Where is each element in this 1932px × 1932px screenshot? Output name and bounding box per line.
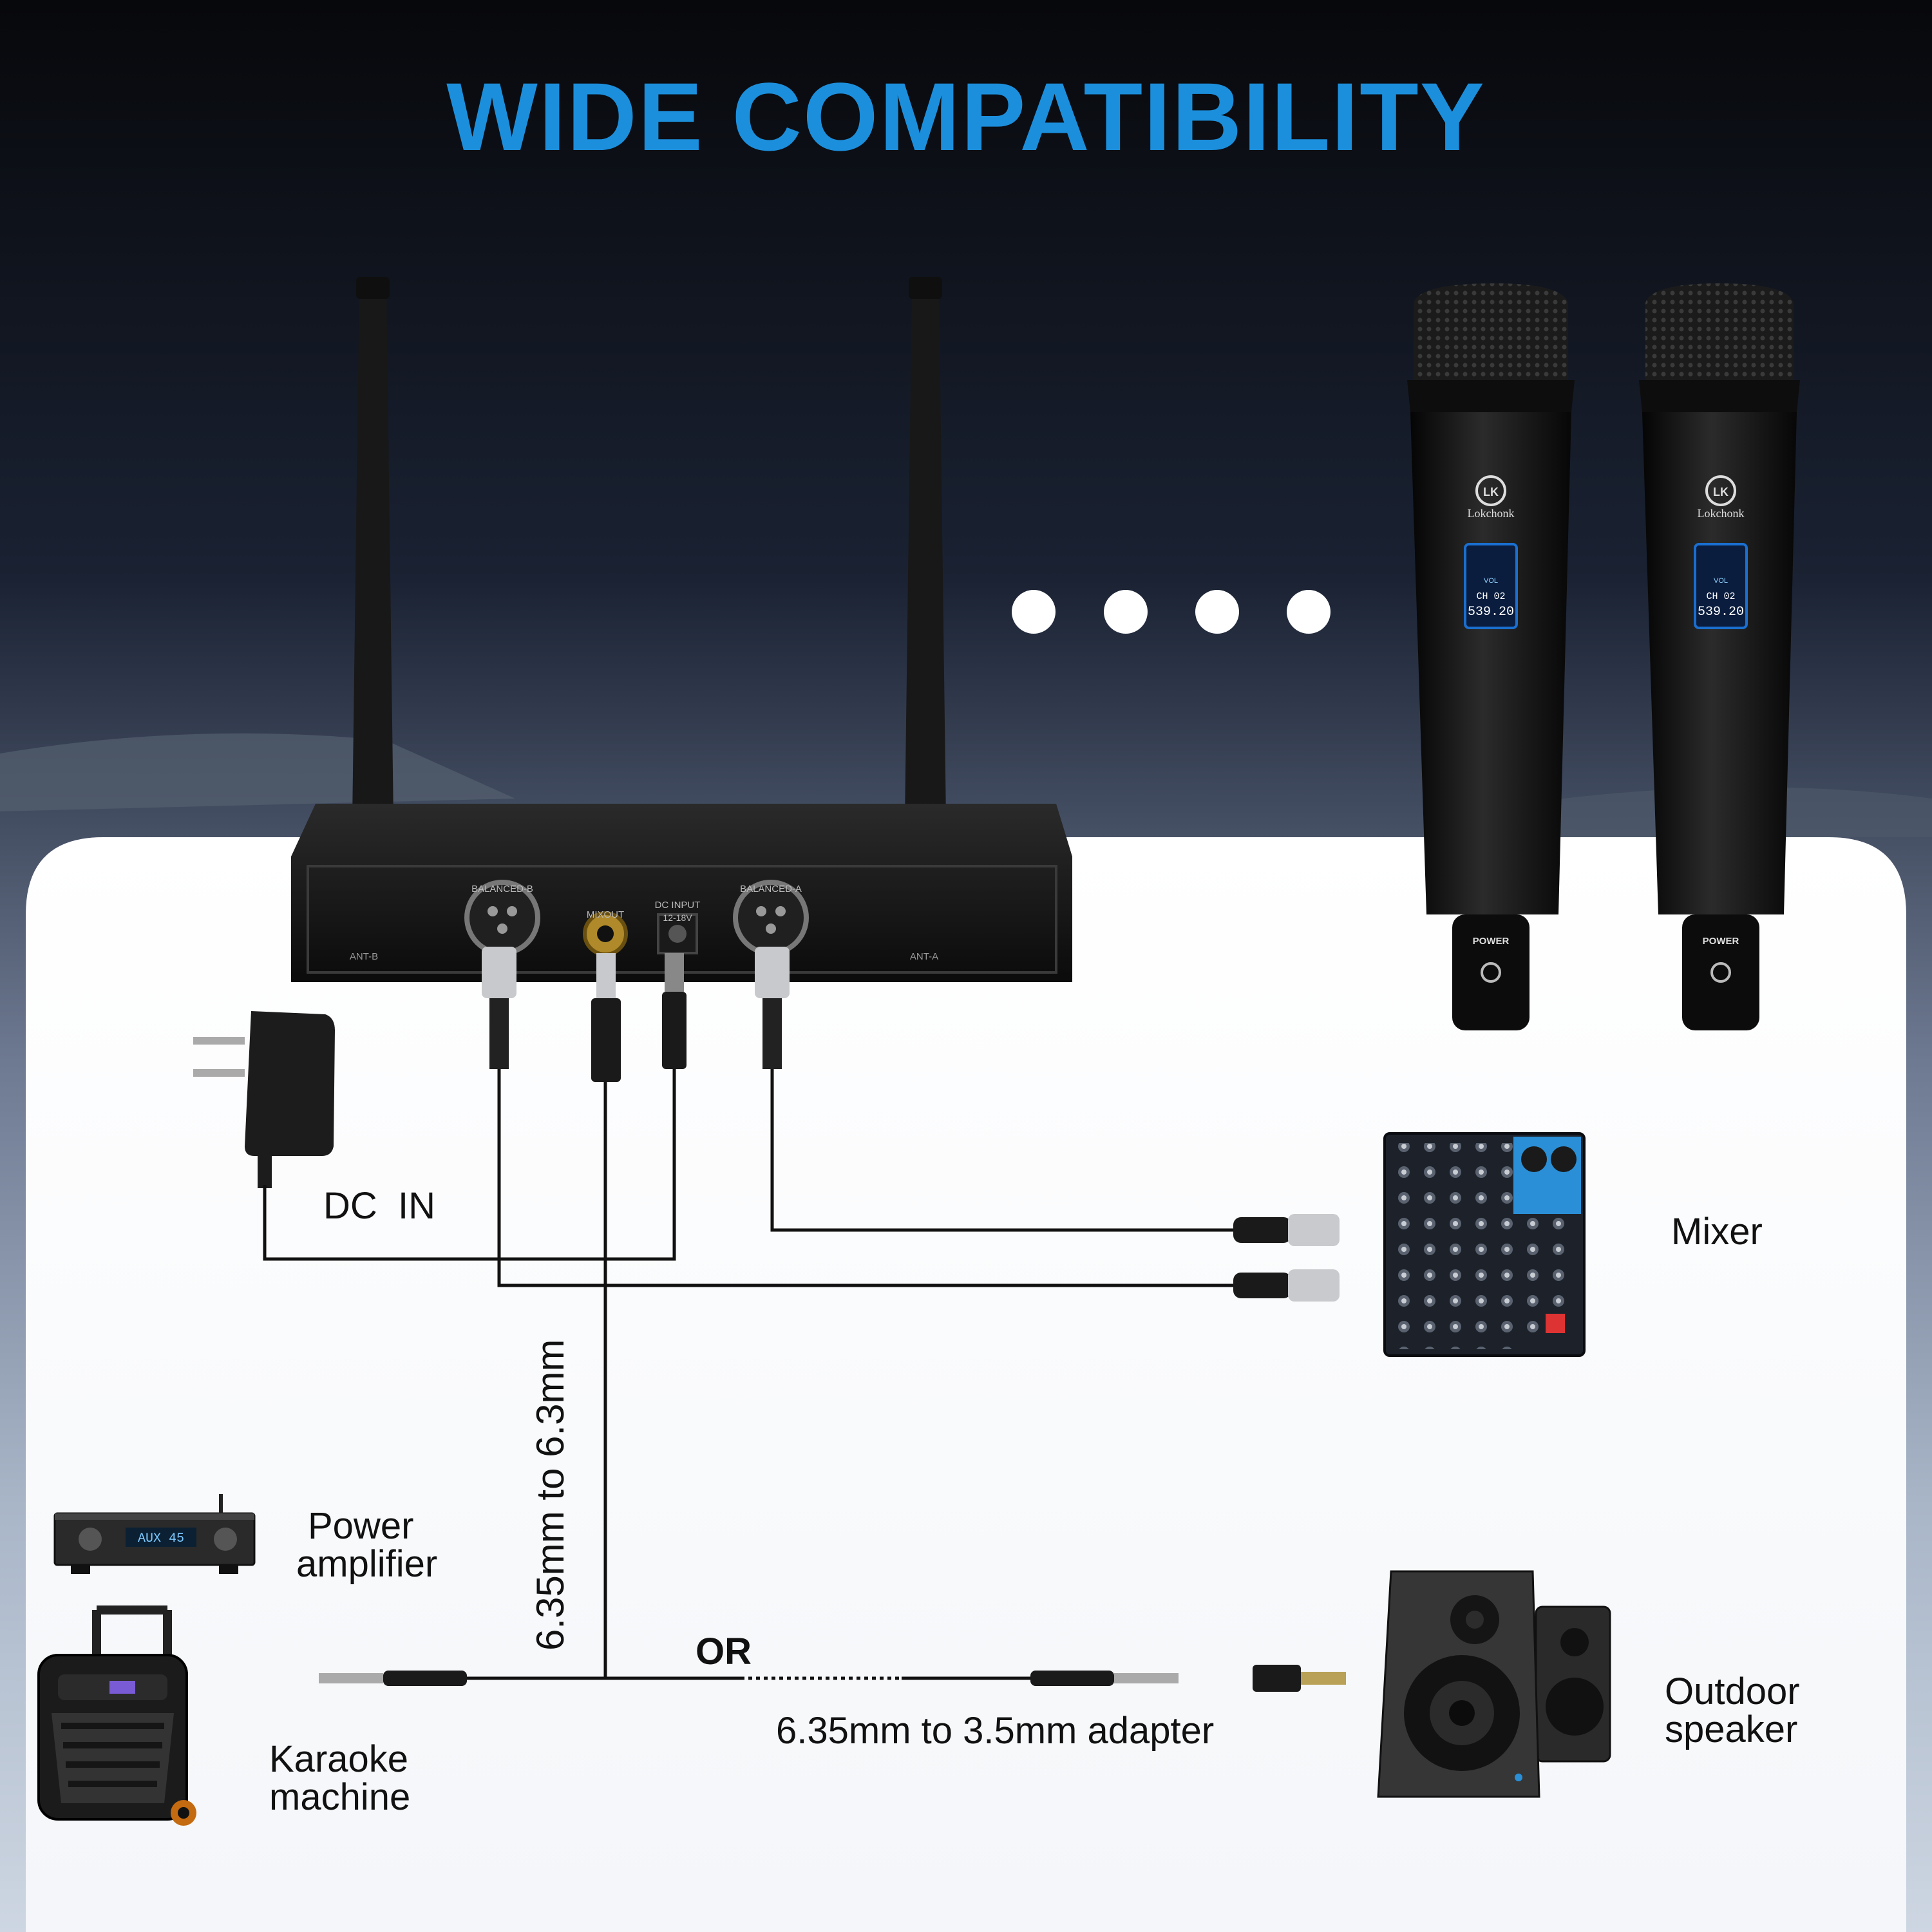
- power-amplifier: AUX 45: [53, 1494, 256, 1574]
- mic-logo-2: LK: [1713, 486, 1728, 498]
- wireless-microphone-2: LK Lokchonk VOL CH 02 539.20 POWER: [1639, 283, 1800, 1030]
- mic-vol-2: VOL: [1714, 577, 1728, 585]
- port-label-balanced-a: BALANCED-A: [740, 884, 802, 895]
- karaoke-machine: [37, 1605, 196, 1826]
- port-label-dc-input: DC INPUT: [655, 900, 701, 911]
- label-power-amplifier-line1: Power: [308, 1505, 414, 1547]
- jack-plugs: [319, 1671, 1179, 1686]
- adapter-3.5mm: [1253, 1665, 1346, 1692]
- antenna-label-a: ANT-A: [910, 951, 938, 962]
- label-speaker-line1: Outdoor: [1665, 1671, 1800, 1712]
- label-adapter: 6.35mm to 3.5mm adapter: [776, 1710, 1215, 1752]
- port-label-dc-voltage: 12-18V: [663, 913, 692, 923]
- outdoor-speakers: [1377, 1570, 1611, 1798]
- mic-brand-1: Lokchonk: [1468, 507, 1515, 520]
- page-title: WIDE COMPATIBILITY: [446, 62, 1486, 171]
- mic-power-label-1: POWER: [1473, 936, 1510, 947]
- mic-logo-1: LK: [1483, 486, 1499, 498]
- cables: [263, 1069, 1236, 1680]
- mic-screen-1: [1464, 543, 1518, 629]
- amp-display: AUX 45: [138, 1531, 184, 1546]
- mic-screen-2: [1694, 543, 1748, 629]
- antenna-label-b: ANT-B: [350, 951, 378, 962]
- xlr-port-b: [464, 880, 540, 956]
- label-or: OR: [696, 1631, 752, 1672]
- mic-power-label-2: POWER: [1703, 936, 1739, 947]
- power-adapter: [193, 1011, 335, 1188]
- label-karaoke-line2: machine: [269, 1776, 411, 1818]
- label-mixer: Mixer: [1671, 1211, 1763, 1253]
- label-karaoke-line1: Karaoke: [269, 1738, 409, 1780]
- mic-frequency-1: 539.20: [1468, 605, 1514, 620]
- mic-vol-1: VOL: [1484, 577, 1498, 585]
- label-speaker-line2: speaker: [1665, 1709, 1798, 1750]
- port-label-mixout: MIXOUT: [587, 909, 624, 920]
- label-power-amplifier-line2: amplifier: [296, 1543, 438, 1585]
- receiver-plugs: [482, 947, 790, 1082]
- mic-frequency-2: 539.20: [1698, 605, 1744, 620]
- port-label-balanced-b: BALANCED-B: [471, 884, 533, 895]
- dc-input-port: [657, 913, 698, 954]
- receiver-antennas: [352, 277, 947, 869]
- audio-mixer: [1383, 1132, 1586, 1357]
- ellipsis-dots: [1012, 590, 1331, 634]
- label-cable-vertical: 6.35mm to 6.3mm: [529, 1339, 572, 1651]
- wireless-microphone-1: LK Lokchonk VOL CH 02 539.20 POWER: [1407, 283, 1575, 1030]
- mic-channel-1: CH 02: [1476, 591, 1505, 602]
- xlr-plugs-mixer: [1233, 1214, 1340, 1302]
- mic-channel-2: CH 02: [1706, 591, 1735, 602]
- label-dc-in: DC IN: [323, 1185, 435, 1227]
- mic-brand-2: Lokchonk: [1698, 507, 1745, 520]
